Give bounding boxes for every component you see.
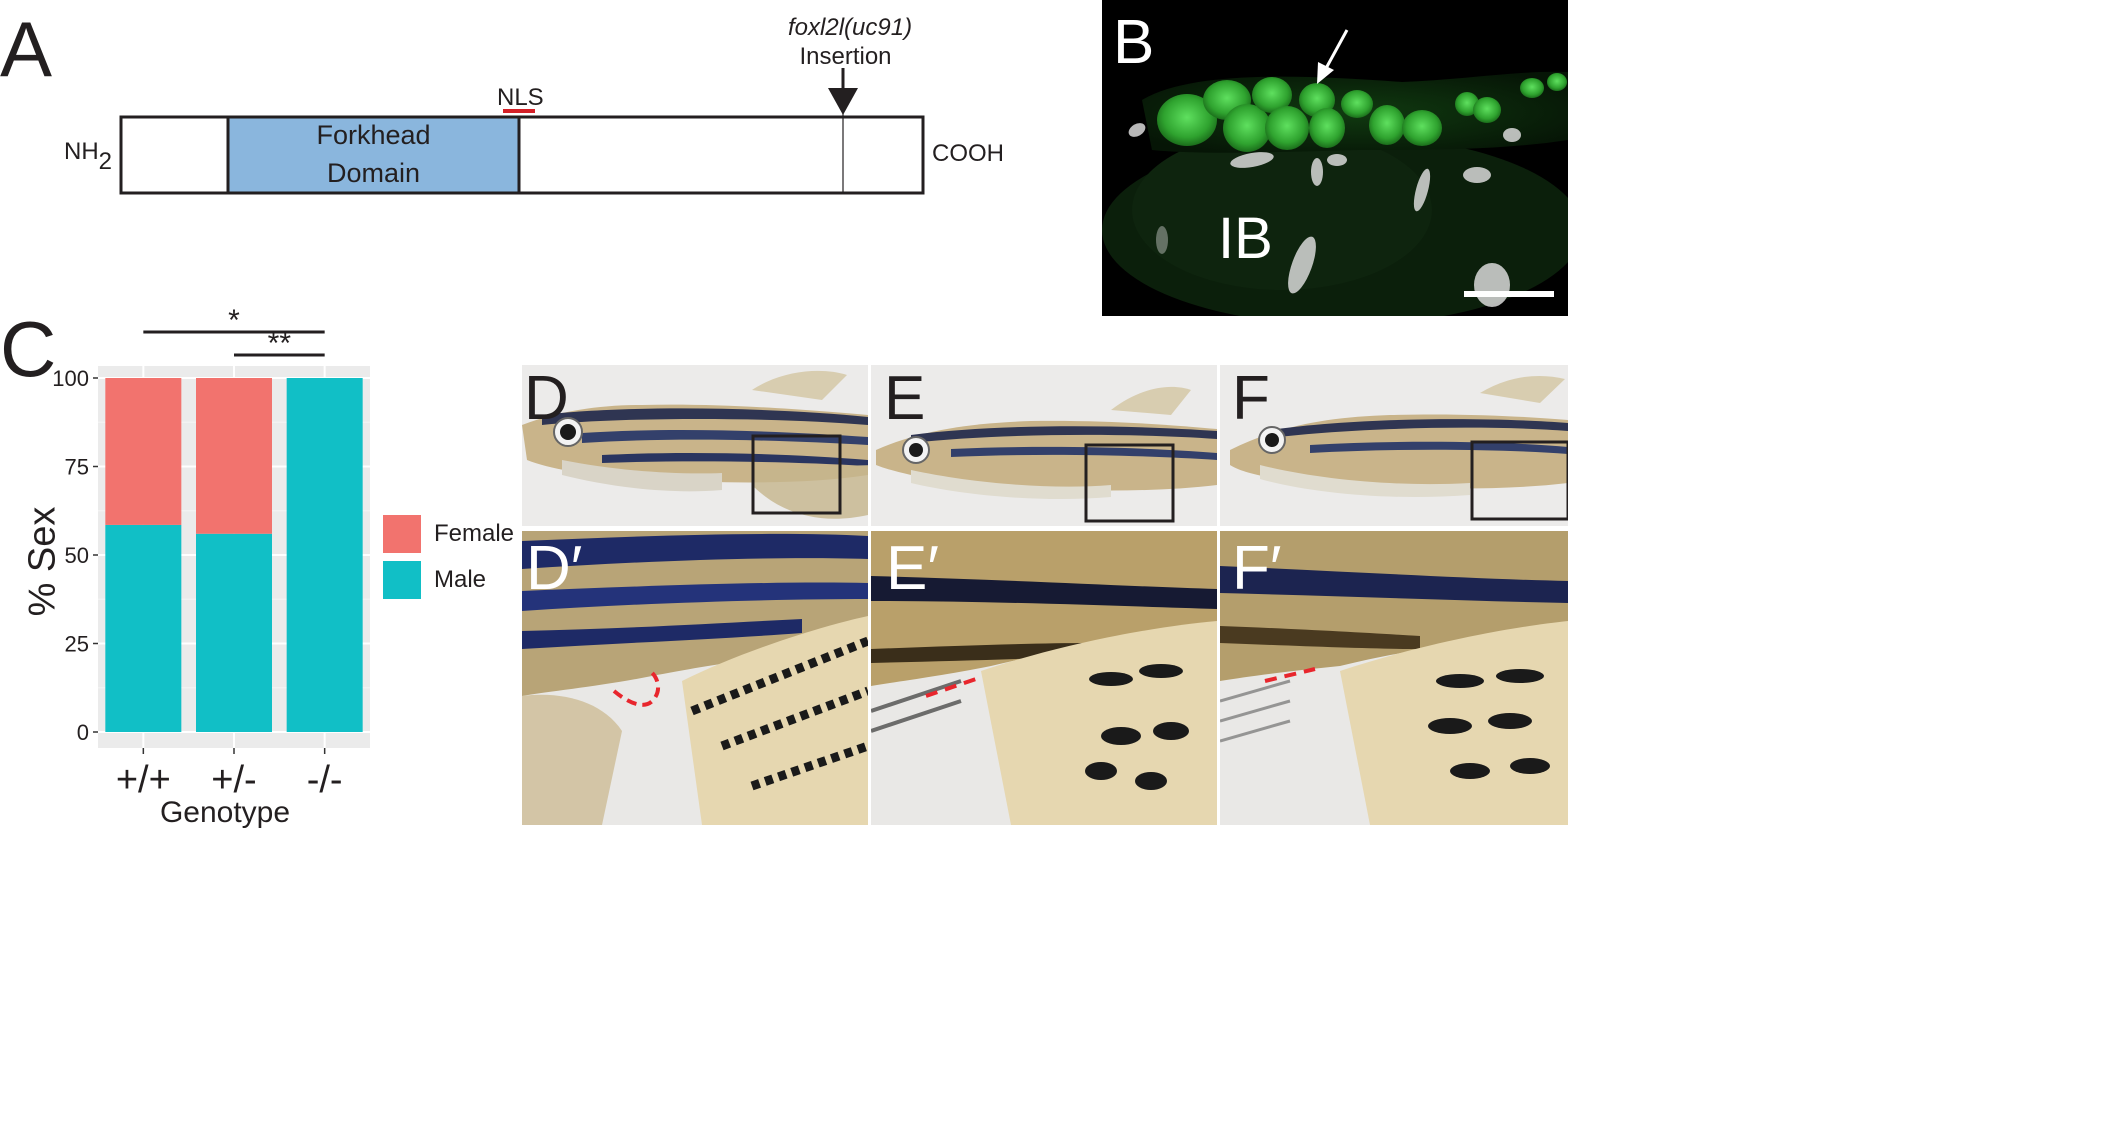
insertion-arrow-icon — [828, 88, 858, 115]
protein-diagram — [119, 68, 925, 195]
bar-male-0 — [105, 524, 182, 732]
bar-female-1 — [196, 378, 272, 534]
photo-e — [871, 365, 1217, 526]
photo-d — [522, 365, 868, 526]
red-marker-d — [612, 669, 661, 707]
x-axis-title: Genotype — [159, 796, 291, 829]
microscopy-image — [1102, 0, 1568, 316]
scale-bar — [1464, 291, 1554, 297]
inset-box-e — [1084, 443, 1175, 523]
inset-box-d — [751, 434, 842, 515]
fish-drawing-f — [1230, 375, 1568, 521]
fish-drawing-e — [876, 386, 1217, 523]
legend-male-label: Male — [434, 566, 487, 593]
red-marker-e — [925, 677, 977, 698]
arrow-icon — [1317, 29, 1349, 84]
photo-f-prime — [1220, 531, 1568, 825]
panel-e-letter: E — [884, 364, 926, 433]
legend-female-label: Female — [434, 520, 515, 547]
bar-male-1 — [196, 533, 272, 732]
c-terminus-label: COOH — [932, 140, 1004, 167]
nls-label: NLS — [497, 84, 544, 111]
domain-label-line1: Forkhead — [316, 120, 431, 150]
photo-e-prime — [871, 531, 1217, 825]
allele-label: foxl2l(uc91) — [788, 14, 913, 41]
x-tick-label: +/- — [211, 759, 256, 801]
photo-f — [1220, 365, 1568, 526]
panel-a-letter: A — [0, 5, 53, 93]
y-tick-label: 25 — [65, 632, 89, 657]
nls-marker — [503, 109, 535, 113]
y-tick-label: 0 — [77, 720, 89, 745]
panel-f-letter: F — [1232, 364, 1270, 433]
x-tick-label: -/- — [307, 759, 343, 801]
red-marker-f — [1264, 667, 1316, 683]
panel-e-prime-letter: E′ — [886, 534, 939, 603]
gfp-cells — [1157, 73, 1567, 152]
y-tick-label: 50 — [65, 543, 89, 568]
insertion-label: Insertion — [799, 43, 892, 70]
bar-male-2 — [286, 378, 363, 732]
fin-drawing-d — [522, 531, 868, 825]
domain-label-line2: Domain — [326, 158, 421, 188]
panel-f-prime-letter: F′ — [1232, 534, 1282, 603]
significance-label: ** — [268, 327, 292, 360]
legend-female-swatch — [383, 515, 421, 553]
x-tick-label: +/+ — [116, 759, 171, 801]
n-terminus-text: NH — [64, 138, 99, 165]
n-terminus-label: NH2 — [64, 138, 112, 176]
inset-box-f — [1470, 440, 1568, 521]
y-axis-title: % Sex — [21, 506, 64, 617]
bar-female-0 — [105, 378, 182, 525]
ib-label: IB — [1218, 206, 1273, 271]
fin-drawing-e — [871, 531, 1217, 825]
y-tick-label: 100 — [52, 366, 89, 391]
panel-b-letter: B — [1113, 8, 1155, 77]
panel-c-letter: C — [0, 305, 57, 393]
y-tick-label: 75 — [65, 455, 89, 480]
microscopy-drawing — [1102, 0, 1568, 316]
fin-drawing-f — [1220, 531, 1568, 825]
panel-d-prime-letter: D′ — [526, 534, 583, 603]
forkhead-domain — [226, 115, 521, 195]
n-terminus-subscript: 2 — [98, 148, 113, 175]
legend-male-swatch — [383, 561, 421, 599]
significance-label: * — [228, 304, 240, 337]
panel-d-letter: D — [524, 364, 569, 433]
fish-drawing-d — [522, 370, 868, 519]
autofluorescent-cells — [1128, 123, 1521, 307]
photo-d-prime — [522, 531, 868, 825]
